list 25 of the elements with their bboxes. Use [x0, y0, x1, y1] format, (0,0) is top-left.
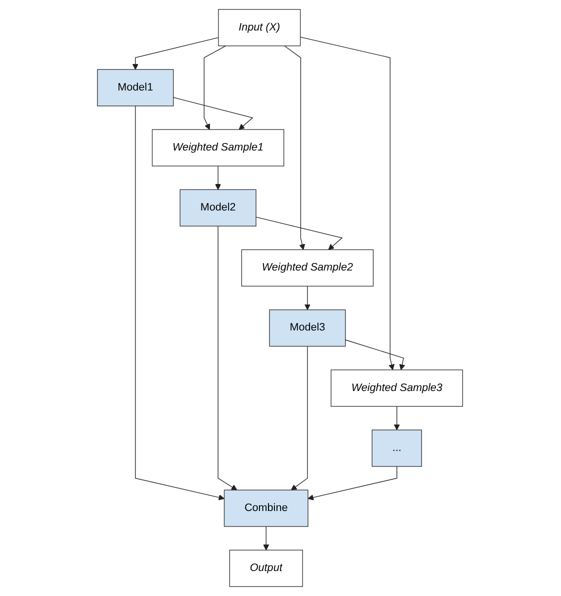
- node-box: Model3: [270, 309, 346, 347]
- arrow: [216, 166, 222, 190]
- arrow: [218, 226, 238, 490]
- arrow: [264, 526, 270, 550]
- node-box: Model2: [180, 189, 257, 226]
- arrow: [256, 216, 344, 250]
- node-box: Weighted Sample3: [331, 370, 464, 407]
- arrow: [394, 406, 400, 430]
- arrow: [284, 46, 306, 250]
- arrow: [204, 46, 227, 130]
- node-box: Weighted Sample2: [242, 249, 374, 287]
- node-box: Model1: [98, 69, 174, 106]
- node-box: Output: [230, 550, 304, 587]
- arrow: [132, 37, 220, 70]
- arrow: [300, 36, 395, 370]
- arrow: [346, 340, 406, 370]
- node-box: Input (X): [218, 9, 302, 46]
- arrow: [291, 346, 308, 490]
- arrow: [136, 106, 225, 500]
- arrow: [304, 286, 311, 310]
- node-box: Combine: [224, 490, 309, 527]
- node-box: ...: [372, 430, 422, 467]
- arrow: [173, 97, 254, 130]
- node-box: Weighted Sample1: [152, 129, 285, 166]
- arrow: [308, 466, 398, 500]
